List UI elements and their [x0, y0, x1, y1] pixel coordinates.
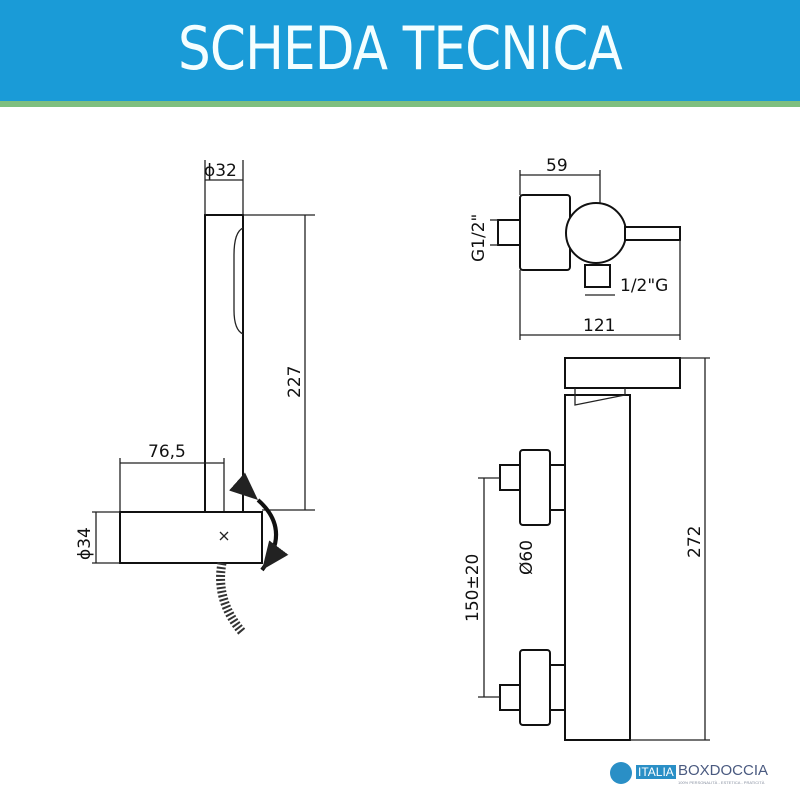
logo-brand: BOXDOCCIA: [678, 762, 769, 779]
dim-flange-diameter: Ø60: [517, 540, 537, 575]
shower-holder: [119, 511, 263, 564]
dim-diameter-holder: ϕ34: [75, 527, 95, 560]
page-title: SCHEDA TECNICA: [178, 14, 623, 84]
logo-italia: ITALIA: [636, 765, 676, 779]
dim-depth: 59: [546, 156, 568, 176]
side-view: ϕ32 227 76,5 ϕ34: [75, 160, 315, 635]
water-drop-icon: [610, 762, 632, 784]
header-stripe: [0, 101, 800, 107]
dim-height: 227: [285, 366, 305, 398]
logo-tagline: 100% PERSONALITÀ - ESTETICA - PRATICITÀ: [678, 780, 765, 785]
dim-inlet: G1/2": [469, 214, 489, 262]
top-view: 59 G1/2" 1/2"G 121: [469, 156, 681, 340]
shower-hose: [216, 562, 246, 635]
header-banner: SCHEDA TECNICA: [0, 0, 800, 101]
dim-outlet: 1/2"G: [620, 276, 668, 296]
rotation-arrow-icon: [229, 472, 289, 572]
dim-total-height: 272: [685, 526, 705, 558]
front-view: 150±20 Ø60 272: [463, 357, 710, 741]
shower-head-face: [233, 227, 244, 335]
brand-logo: ITALIA BOXDOCCIA 100% PERSONALITÀ - ESTE…: [600, 760, 790, 790]
dim-width: 121: [583, 316, 615, 336]
dim-diameter-top: ϕ32: [204, 161, 237, 181]
dim-center-distance: 150±20: [463, 554, 483, 622]
dim-offset: 76,5: [148, 442, 186, 462]
